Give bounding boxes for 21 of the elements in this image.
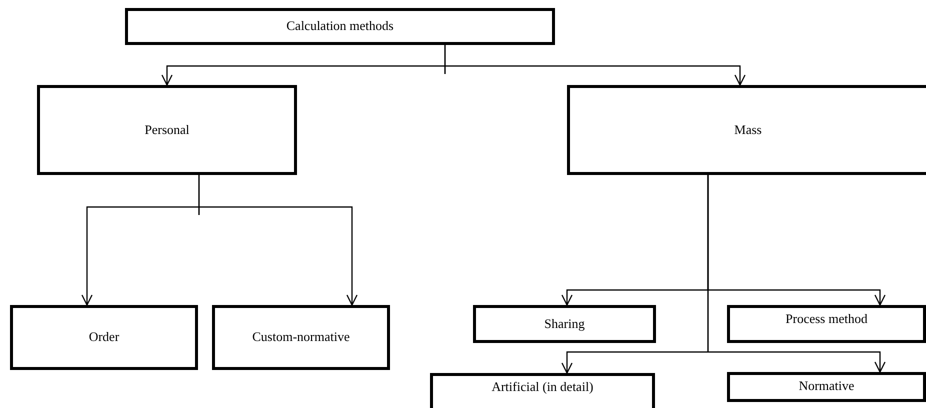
category-box <box>37 85 297 175</box>
category-box <box>125 8 555 45</box>
box-label: Artificial (in detail) <box>492 380 594 395</box>
box-label: Normative <box>798 379 854 394</box>
arrow <box>707 174 886 373</box>
box-label: Mass <box>734 122 762 138</box>
arrow <box>444 44 746 86</box>
box-label: Process method <box>786 312 868 327</box>
box-label: Order <box>88 330 120 345</box>
arrow <box>198 174 358 306</box>
category-box <box>727 372 926 402</box>
box-label: Sharing <box>544 316 585 332</box>
box-label: Personal <box>144 122 190 138</box>
box-label: Custom-normative <box>252 330 350 345</box>
category-box <box>567 85 926 175</box>
category-box <box>473 305 656 343</box>
box-label: Calculation methods <box>286 19 394 34</box>
category-box <box>10 305 198 370</box>
category-box <box>727 305 926 343</box>
category-box <box>212 305 390 370</box>
category-box <box>430 373 655 408</box>
